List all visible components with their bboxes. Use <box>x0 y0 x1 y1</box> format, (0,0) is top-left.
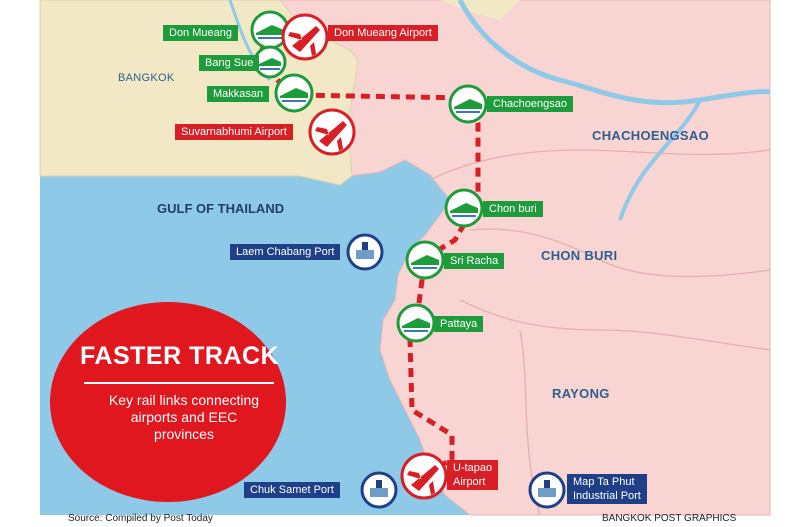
port-label-map-ta-phut-line2: Industrial Port <box>573 490 641 502</box>
airplane-icon <box>400 452 448 500</box>
airport-label-u-tapao: U-tapao Airport <box>447 460 499 490</box>
port-label-chuk-samet: Chuk Samet Port <box>244 482 340 498</box>
region-label-bangkok: BANGKOK <box>118 72 175 84</box>
source-credit: Source: Compiled by Post Today <box>68 513 213 524</box>
region-label-chon-buri: CHON BURI <box>541 248 618 263</box>
airport-label-u-tapao-line2: Airport <box>453 476 486 488</box>
headline-divider <box>84 382 274 384</box>
region-label-chachoengsao: CHACHOENGSAO <box>592 128 709 143</box>
train-icon <box>396 303 436 343</box>
graphics-credit: BANGKOK POST GRAPHICS <box>602 513 737 524</box>
train-icon <box>405 240 445 280</box>
port-label-map-ta-phut-line1: Map Ta Phut <box>573 476 635 488</box>
headline-title: FASTER TRACK <box>80 342 280 370</box>
port-icon <box>528 471 566 509</box>
port-icon <box>346 233 384 271</box>
station-label-chon-buri: Chon buri <box>483 201 543 217</box>
headline-subtitle-line: airports and EEC <box>130 409 238 425</box>
station-label-bang-sue: Bang Sue <box>199 55 260 71</box>
headline-subtitle-line: Key rail links connecting <box>108 392 260 408</box>
district-border-2 <box>459 299 771 351</box>
river-2 <box>618 99 702 221</box>
station-label-don-mueang: Don Mueang <box>163 25 238 41</box>
river <box>457 0 771 106</box>
airplane-icon <box>308 108 356 156</box>
headline-badge <box>50 302 286 502</box>
train-icon <box>253 45 287 79</box>
headline-subtitle: Key rail links connecting airports and E… <box>84 392 284 443</box>
district-border-4 <box>429 149 771 181</box>
station-label-makkasan: Makkasan <box>207 86 270 102</box>
station-label-chachoengsao: Chachoengsao <box>487 96 574 112</box>
airport-label-don-mueang: Don Mueang Airport <box>328 25 438 41</box>
train-icon <box>250 10 290 50</box>
port-icon <box>360 471 398 509</box>
headline-subtitle-line: provinces <box>154 426 214 442</box>
train-icon <box>448 84 488 124</box>
port-label-map-ta-phut: Map Ta Phut Industrial Port <box>567 474 647 504</box>
district-border <box>469 228 771 278</box>
port-label-laem-chabang: Laem Chabang Port <box>230 244 341 260</box>
region-label-gulf: GULF OF THAILAND <box>157 201 285 216</box>
train-icon <box>444 188 484 228</box>
airport-label-u-tapao-line1: U-tapao <box>453 462 493 474</box>
station-label-pattaya: Pattaya <box>434 316 484 332</box>
airport-label-suvarnabhumi: Suvarnabhumi Airport <box>175 124 293 140</box>
station-label-sri-racha: Sri Racha <box>444 253 505 269</box>
airplane-icon <box>281 13 329 61</box>
train-icon <box>274 73 314 113</box>
region-label-rayong: RAYONG <box>552 386 610 401</box>
